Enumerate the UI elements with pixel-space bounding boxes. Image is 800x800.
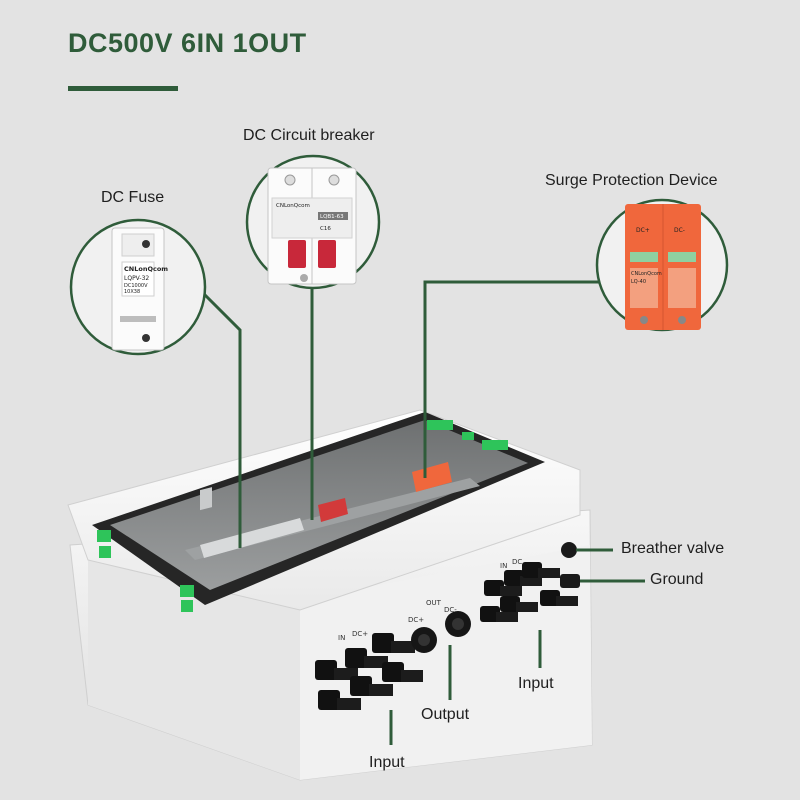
label-in-left: IN bbox=[338, 634, 345, 642]
spd-label: Surge Protection Device bbox=[545, 172, 718, 189]
breaker-handle-right bbox=[318, 240, 336, 268]
latch-left-top bbox=[97, 530, 111, 542]
callout-lines bbox=[200, 280, 645, 745]
breaker-handle-left bbox=[288, 240, 306, 268]
title-underline bbox=[68, 86, 178, 91]
inner-fuses bbox=[200, 518, 304, 558]
mc4-connector bbox=[504, 570, 542, 586]
combiner-box: IN DC+ DC+ OUT DC- IN DC bbox=[67, 409, 593, 781]
breaker-rating: C16 bbox=[320, 226, 331, 232]
label-dcminus-out: DC- bbox=[444, 606, 457, 614]
spd-brand: CNLonQcom bbox=[631, 271, 662, 277]
label-dc-right: DC bbox=[512, 558, 522, 566]
mc4-connector bbox=[500, 596, 538, 612]
mc4-connector bbox=[382, 662, 423, 682]
spd-leader bbox=[423, 280, 600, 478]
device-row bbox=[200, 487, 212, 511]
mc4-connector bbox=[484, 580, 522, 596]
fuse-model: LQPV-32 bbox=[124, 275, 149, 282]
input-left-label: Input bbox=[369, 754, 405, 771]
output-label: Output bbox=[421, 706, 470, 723]
latch-left-bottom bbox=[99, 546, 111, 558]
mc4-connector bbox=[350, 676, 393, 696]
fuse-callout: CNLonQcom LQPV-32 DC1000V 10X38 bbox=[69, 218, 207, 356]
fuse-holder bbox=[111, 227, 165, 351]
input-right-label: Input bbox=[518, 675, 554, 692]
ground-terminal bbox=[560, 574, 580, 588]
mc4-connector bbox=[522, 562, 560, 578]
page-title: DC500V 6IN 1OUT bbox=[68, 28, 307, 58]
fuse-brand: CNLonQcom bbox=[124, 265, 168, 273]
input-connectors-right bbox=[480, 562, 578, 622]
spd-pole2: DC- bbox=[674, 227, 685, 234]
latch-mid-top bbox=[180, 585, 194, 597]
inner-spd bbox=[412, 462, 452, 492]
box-front-face bbox=[88, 560, 300, 780]
ground-label: Ground bbox=[650, 571, 704, 588]
breather-label: Breather valve bbox=[621, 540, 725, 557]
mc4-connector bbox=[480, 606, 518, 622]
latch-top-1 bbox=[427, 420, 453, 430]
din-rail-devices bbox=[185, 462, 480, 560]
breaker-callout: CNLonQcom LQB1-63 C16 bbox=[245, 154, 381, 290]
breather-valve bbox=[561, 542, 577, 558]
fuse-spec1: DC1000V bbox=[124, 283, 148, 289]
mc4-connector bbox=[540, 590, 578, 606]
input-connectors-left bbox=[315, 633, 423, 710]
output-glands bbox=[411, 611, 471, 653]
spd-model: LQ-40 bbox=[631, 279, 646, 285]
fuse-leader bbox=[200, 290, 242, 548]
mc4-connector bbox=[318, 690, 361, 710]
mc4-connector bbox=[372, 633, 415, 653]
label-out: OUT bbox=[426, 599, 442, 607]
spd-pole1: DC+ bbox=[636, 227, 650, 234]
circuit-breaker bbox=[267, 167, 357, 285]
breaker-label: DC Circuit breaker bbox=[243, 127, 375, 144]
label-in-right: IN bbox=[500, 562, 507, 570]
inner-breaker bbox=[318, 498, 348, 522]
surge-protector bbox=[625, 204, 701, 330]
latch-top-2 bbox=[462, 432, 474, 440]
label-dcplus-left: DC+ bbox=[352, 630, 368, 638]
latch-top-3 bbox=[482, 440, 508, 450]
breaker-brand: CNLonQcom bbox=[276, 203, 310, 209]
spd-callout: DC+ DC- CNLonQcom LQ-40 bbox=[595, 198, 729, 332]
fuse-label: DC Fuse bbox=[101, 189, 165, 206]
latch-mid-bottom bbox=[181, 600, 193, 612]
breaker-model: LQB1-63 bbox=[320, 214, 344, 220]
label-dcplus-out: DC+ bbox=[408, 616, 424, 624]
fuse-spec2: 10X38 bbox=[124, 289, 140, 295]
